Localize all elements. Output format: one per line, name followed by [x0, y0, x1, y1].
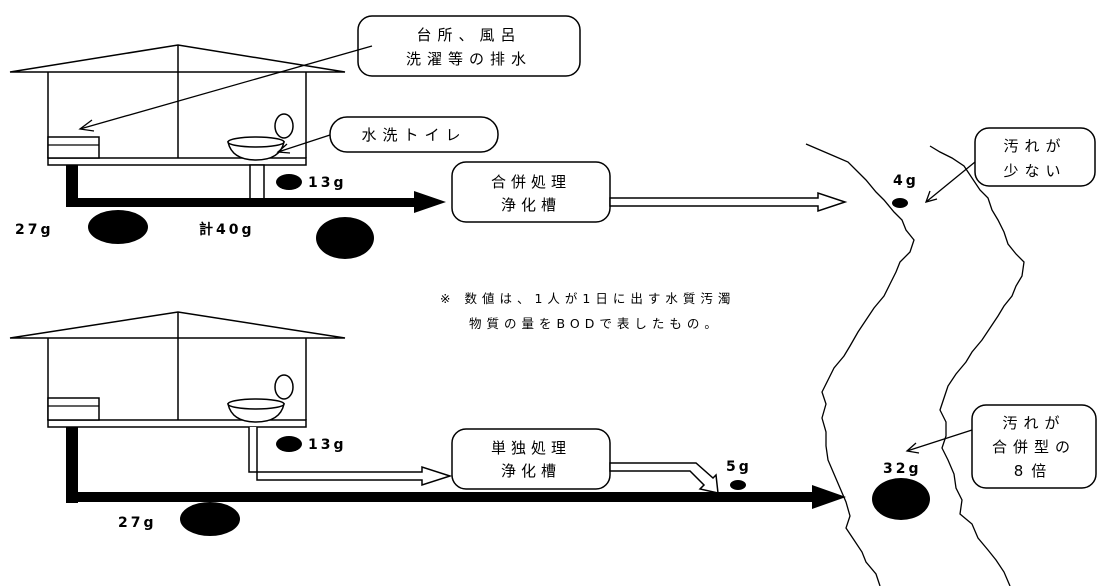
- toilet-callout-pointer: [276, 134, 331, 154]
- bottom-toilet-amount: 13g: [308, 437, 347, 453]
- top-total-bod-dot: [316, 217, 374, 259]
- clean-callout-line-2: 少ない: [1003, 162, 1066, 180]
- bod-note-line-2: 物質の量をBODで表したもの。: [469, 316, 722, 331]
- bottom-gray-pipe: [66, 427, 78, 503]
- bottom-tank-out-bod-dot: [730, 480, 746, 490]
- top-river-amount: 4g: [893, 173, 919, 189]
- top-sink-icon: [47, 136, 100, 159]
- kitchen-callout-line-2: 洗濯等の排水: [406, 50, 532, 68]
- top-main-pipe: [66, 198, 416, 207]
- bottom-tank-out-amount: 5g: [726, 459, 752, 475]
- bottom-toilet-pipe: [248, 427, 453, 487]
- dirty-callout-line-2: 合併型の: [992, 438, 1076, 456]
- bottom-house: [9, 311, 346, 428]
- bottom-gray-amount: 27g: [118, 515, 157, 531]
- combined-tank-label-1: 合併処理: [491, 173, 571, 191]
- top-gray-amount: 27g: [15, 222, 54, 238]
- top-gray-bod-dot: [88, 210, 148, 244]
- top-gray-pipe: [66, 165, 78, 207]
- bod-note-line-1: ※ 数値は、1人が1日に出す水質汚濁: [440, 291, 735, 306]
- river-left-bank: [805, 143, 915, 586]
- bottom-main-arrow-head: [812, 485, 846, 509]
- kitchen-callout: [357, 15, 581, 77]
- clean-callout: [974, 127, 1096, 187]
- bottom-toilet-icon: [227, 374, 294, 423]
- dirty-callout-line-1: 汚れが: [1002, 414, 1065, 432]
- bottom-river-bod-dot: [872, 478, 930, 520]
- clean-callout-line-1: 汚れが: [1003, 137, 1066, 155]
- kitchen-callout-line-1: 台所、風呂: [416, 26, 521, 44]
- bottom-toilet-bod-dot: [276, 436, 302, 452]
- combined-tank: [451, 161, 611, 223]
- toilet-callout: [329, 116, 499, 153]
- combined-tank-output-arrow: [609, 191, 848, 213]
- top-toilet-pipe: [249, 164, 265, 202]
- clean-callout-pointer: [924, 161, 976, 203]
- kitchen-callout-pointer: [78, 45, 373, 132]
- bottom-sink-icon: [47, 397, 100, 421]
- dirty-callout-pointer: [905, 429, 973, 454]
- single-tank-label-2: 浄化槽: [501, 462, 561, 480]
- single-tank-output-arrow: [609, 462, 719, 494]
- top-toilet-icon: [227, 113, 294, 161]
- dirty-callout-line-3: 8倍: [1014, 462, 1055, 480]
- top-toilet-amount: 13g: [308, 175, 347, 191]
- bottom-river-amount: 32g: [883, 461, 922, 477]
- top-main-arrow-head: [414, 191, 446, 213]
- bottom-gray-bod-dot: [180, 502, 240, 536]
- top-toilet-bod-dot: [276, 174, 302, 190]
- single-tank: [451, 428, 611, 490]
- top-total-amount: 計40g: [199, 221, 255, 238]
- dirty-callout: [971, 404, 1097, 489]
- bottom-main-pipe: [66, 492, 816, 502]
- top-river-bod-dot: [892, 198, 908, 208]
- single-tank-label-1: 単独処理: [491, 439, 571, 457]
- river-right-bank: [929, 145, 1025, 586]
- combined-tank-label-2: 浄化槽: [501, 196, 561, 214]
- toilet-callout-label: 水洗トイレ: [361, 126, 466, 144]
